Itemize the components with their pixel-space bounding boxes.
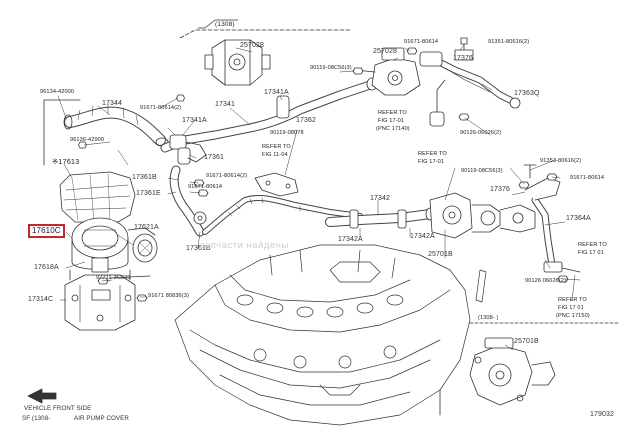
valve-257028-lower <box>354 47 421 96</box>
leader-lines <box>57 44 581 351</box>
callout-17341[interactable]: 17341 <box>215 101 235 108</box>
callout-257028-upper[interactable]: 257028 <box>240 42 264 49</box>
callout-17376-right[interactable]: 17376 <box>490 186 510 193</box>
callout-25701b-right[interactable]: 25701B <box>428 251 453 258</box>
callout-17362[interactable]: 17362 <box>296 117 316 124</box>
label-air-pump-cover: AIR PUMP COVER <box>74 415 129 422</box>
callout-91671-right[interactable]: 91671-80614 <box>570 175 605 181</box>
callout-25701b-bottom[interactable]: 25701B <box>514 338 539 345</box>
callout-90119-mid[interactable]: 90119-08078 <box>270 130 304 136</box>
pipe-17342 <box>325 207 435 229</box>
callout-257028-lower[interactable]: 257028 <box>373 48 397 55</box>
callout-17344[interactable]: 17344 <box>102 100 122 107</box>
callout-17376-top[interactable]: 17376 <box>453 55 473 62</box>
callout-91353-right[interactable]: 91353-80616(2) <box>540 158 582 164</box>
bolts <box>78 47 569 302</box>
air-pump-cover-17613 <box>59 171 136 223</box>
callout-17341a-left[interactable]: 17341A <box>182 117 207 124</box>
callout-17361[interactable]: 17361 <box>204 154 224 161</box>
pipe-17364a <box>523 164 581 273</box>
callout-91671-top-right[interactable]: 91671-80614 <box>404 39 439 45</box>
label-refer-to-fig17-top-1: REFER TO <box>378 110 407 116</box>
callout-90119-right[interactable]: 90119-08C56(3) <box>461 168 503 174</box>
label-refer-to-fig11-2: FIG 11-04 <box>262 152 288 158</box>
filter-17621a <box>132 233 158 263</box>
callout-17342[interactable]: 17342 <box>370 195 390 202</box>
bracket-17314c <box>64 269 151 331</box>
label-refer-to-fig17-right-2: FIG 17 01 <box>578 250 604 256</box>
air-pump-17610c <box>71 217 156 273</box>
label-refer-to-fig17-mid-1: REFER TO <box>418 151 447 157</box>
callout-17361b-bottom[interactable]: 17361B <box>186 245 211 252</box>
label-refer-to-fig17-right-1: REFER TO <box>578 242 607 248</box>
callout-96134[interactable]: 96134-42000 <box>40 89 75 95</box>
label-date-top-left: (1308) <box>215 21 235 28</box>
valve-25701b-right <box>429 192 536 239</box>
callout-17361e[interactable]: 17361E <box>136 190 161 197</box>
engine-block <box>174 244 487 426</box>
pipe-17362 <box>202 172 363 235</box>
label-refer-to-fig17-top-3: (PNC 17140) <box>376 126 410 132</box>
label-diagram-code: 179032 <box>590 411 614 418</box>
vehicle-front-arrow-icon <box>27 388 57 404</box>
label-refer-to-fig17-mid-2: FIG 17-01 <box>418 159 445 165</box>
pipe-17341 <box>160 77 378 153</box>
top-left-group-bracket <box>179 29 351 39</box>
callout-17342a-left[interactable]: 17342A <box>338 236 363 243</box>
callout-96136[interactable]: 96136-42900 <box>70 137 105 143</box>
callout-90126-right[interactable]: 90126 06026(2) <box>525 278 566 284</box>
callout-91671-top-left[interactable]: 91671-80614(2) <box>140 105 182 111</box>
callout-97711[interactable]: 97711-3C330 <box>96 275 131 281</box>
valve-25701b-bottom <box>469 337 556 406</box>
label-vehicle-front-side: VEHICLE FRONT SIDE <box>24 405 92 412</box>
watermark-text: запчасти найдены <box>200 240 289 251</box>
label-refer-to-fig17-top-2: FIG 17-01 <box>378 118 405 124</box>
callout-17613[interactable]: ※17613 <box>52 157 80 166</box>
callout-17361b-top[interactable]: 17361B <box>132 174 157 181</box>
callout-91671-mid2[interactable]: 91671-80614 <box>188 184 223 190</box>
label-refer-to-fig17-br-2: FIG 17 01 <box>558 305 584 311</box>
callout-17363q[interactable]: 17363Q <box>514 90 540 97</box>
callout-90119-top[interactable]: 90119-08C56(3) <box>310 65 352 71</box>
callout-17341a-top[interactable]: 17341A <box>264 89 289 96</box>
label-sf-code: SF (1308- <box>22 415 51 422</box>
label-date-br: (1308- ) <box>478 315 499 321</box>
callout-17314c[interactable]: 17314C <box>28 296 54 303</box>
callout-17621a[interactable]: 17621A <box>134 224 159 231</box>
callout-17364a[interactable]: 17364A <box>566 215 591 222</box>
callout-91671-mid[interactable]: 91671-80614(2) <box>206 173 248 179</box>
label-refer-to-fig17-br-1: REFER TO <box>558 297 587 303</box>
callout-90126-top[interactable]: 90126-06026(2) <box>460 130 502 136</box>
callout-91671-bottom[interactable]: 91671 80836(3) <box>148 293 189 299</box>
callout-91351-top[interactable]: 91351-80616(2) <box>488 39 530 45</box>
callout-17342a-right[interactable]: 17342A <box>410 233 435 240</box>
callout-17618a[interactable]: 17618A <box>34 264 59 271</box>
label-refer-to-fig11-1: REFER TO <box>262 144 291 150</box>
pipe-17363q <box>419 37 521 127</box>
callout-17610c-highlighted[interactable]: 17610C <box>28 224 65 238</box>
fittings-17361 <box>169 134 207 237</box>
label-refer-to-fig17-br-3: (PNC 17150) <box>556 313 590 319</box>
